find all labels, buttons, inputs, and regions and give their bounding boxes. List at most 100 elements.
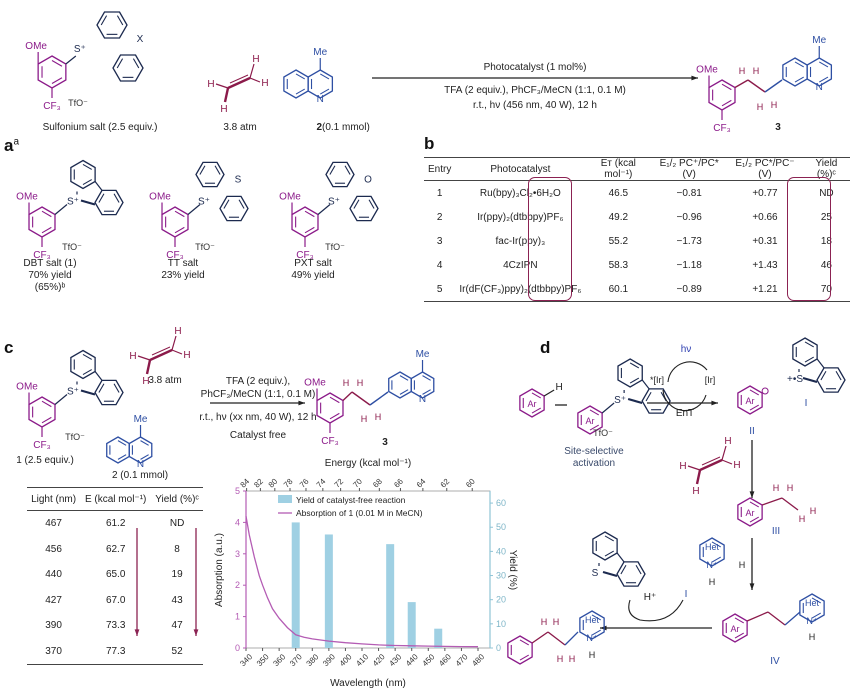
bond [149, 348, 173, 362]
cell-et: 58.3 [608, 259, 629, 271]
bond [227, 76, 251, 90]
cycle-arc [662, 389, 707, 412]
bond [721, 99, 732, 107]
bond [368, 199, 375, 209]
bond [140, 440, 149, 446]
bond [151, 346, 171, 356]
conditions-line4: Catalyst free [230, 430, 287, 441]
benzene-ring [519, 388, 545, 418]
hydrogen-label: H [220, 104, 227, 115]
arrow-head [691, 75, 698, 81]
bond [329, 412, 340, 420]
cell-energy: 62.7 [105, 543, 126, 555]
cell-yield: 47 [171, 620, 183, 632]
bond [113, 193, 120, 203]
hydrogen-label: H [589, 650, 596, 660]
bond [344, 165, 351, 175]
bond [80, 199, 96, 206]
quinoline-label: (0.1 mmol) [322, 122, 370, 133]
cell-light: 440 [45, 569, 62, 581]
benzene-ring [641, 388, 671, 414]
benzene-ring [128, 436, 153, 464]
bond [65, 55, 77, 65]
bond [711, 556, 722, 563]
bond [304, 210, 315, 218]
bond [547, 631, 566, 646]
bond [734, 79, 749, 89]
cell-entry: 4 [436, 259, 443, 271]
cell-e-ox: −1.73 [676, 235, 702, 247]
bond [98, 193, 105, 203]
bond [116, 15, 124, 26]
cell-e-ox: −0.81 [676, 187, 702, 199]
atom-label: H [375, 412, 382, 422]
hydrogen-label: H [261, 78, 268, 89]
panel-a-label: aa [4, 136, 19, 156]
bond [113, 383, 120, 393]
bond [591, 614, 602, 621]
cell-e-ox: −1.18 [676, 259, 702, 271]
bond [422, 375, 431, 381]
pressure-label: 3.8 atm [223, 122, 256, 133]
hydrogen-label: H [679, 461, 686, 472]
cell-photocatalyst: Ir(dF(CF₃)ppy)₂(dtbbpy)PF₆ [459, 283, 582, 295]
cell-yield: 52 [171, 645, 183, 657]
bond [531, 407, 542, 414]
atom-label: H [753, 66, 760, 76]
bond [171, 335, 177, 351]
table-header-row: Light (nm) E (kcal mol⁻¹) Yield (%)ᶜ [27, 487, 203, 511]
cell-photocatalyst: Ir(ppy)₂(dtbbpy)PF₆ [477, 211, 564, 223]
bond [629, 362, 640, 369]
cell-light: 427 [45, 594, 62, 606]
bond [701, 456, 721, 466]
bond [601, 402, 615, 414]
curved-arrow [628, 599, 684, 622]
sulfur-label: S⁺ [67, 387, 79, 398]
bond [591, 629, 602, 636]
bond [721, 83, 732, 91]
sulfonium-label: S⁺ [198, 197, 210, 208]
bond [342, 391, 353, 402]
methyl-label: Me [313, 47, 327, 58]
cell-entry: 5 [436, 283, 443, 295]
benzene-ring [94, 189, 124, 216]
photocatalyst-table: Entry Photocatalyst Eᴛ (kcal mol⁻¹) E₁/₂… [424, 157, 850, 302]
bond [353, 199, 360, 209]
atom-label: H [757, 102, 764, 112]
arrow-head [134, 629, 140, 636]
benzene-ring [592, 531, 618, 561]
benzene-ring [70, 349, 96, 380]
bond [319, 73, 330, 80]
sulfonium-label: S⁺ [328, 197, 340, 208]
cell-yield: ND [819, 187, 834, 199]
bond [818, 61, 829, 68]
hv-label: hν [681, 344, 692, 355]
iridium-label: [Ir] [705, 375, 716, 385]
bond [721, 459, 733, 465]
aryl-label: Ar [586, 416, 595, 426]
cell-e-red: +0.77 [752, 187, 778, 199]
salt-note: (65%)ᵇ [35, 282, 66, 293]
cell-e-ox: −0.96 [676, 211, 702, 223]
bond [816, 358, 825, 369]
bond [187, 204, 201, 215]
hydrogen-label: H [709, 577, 716, 587]
arrow-head [749, 491, 755, 498]
bond [82, 163, 92, 170]
bond [749, 501, 760, 508]
benzene-ring [410, 371, 435, 399]
bond [747, 79, 766, 93]
benzene-ring [816, 367, 846, 393]
hydrogen-label: H [142, 376, 149, 387]
atom-label: H [739, 66, 746, 76]
atom-label: H [361, 414, 368, 424]
bond [687, 465, 701, 471]
hydrogen-label: H [129, 351, 136, 362]
arrow-head [600, 625, 607, 631]
bond [94, 181, 103, 191]
